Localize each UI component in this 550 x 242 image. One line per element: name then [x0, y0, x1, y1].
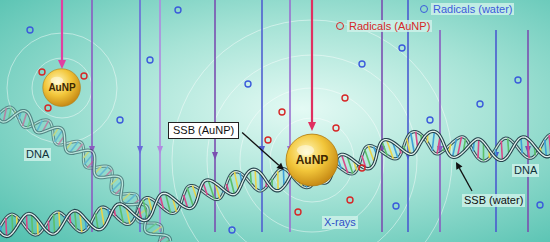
base-pair — [250, 171, 251, 185]
dna-helix — [0, 107, 550, 242]
legend-entry: Radicals (water) — [420, 3, 514, 16]
base-pair — [75, 211, 77, 230]
base-pair — [453, 139, 457, 157]
leader-line — [459, 168, 472, 191]
base-pair — [255, 169, 256, 189]
radicals — [27, 7, 543, 233]
gold-nanoparticle: AuNP — [285, 133, 339, 187]
legend-text: Radicals (AuNP) — [347, 20, 432, 32]
base-pair — [545, 140, 547, 157]
base-pair — [549, 135, 550, 155]
gold-nanoparticle: AuNP — [42, 68, 81, 107]
base-pair — [143, 200, 148, 220]
callout-label: SSB (water) — [462, 194, 525, 207]
base-pair — [382, 141, 387, 155]
base-pair — [477, 139, 479, 158]
nanoparticle-label: AuNP — [296, 153, 329, 167]
radiation-rings — [7, 20, 452, 242]
legend-swatch — [336, 22, 344, 30]
nanoparticle-body — [43, 69, 81, 107]
dna-label: DNA — [24, 148, 51, 161]
dna-backbone-highlight — [0, 131, 550, 236]
dna-strand-group — [0, 131, 550, 236]
base-pair — [234, 172, 238, 191]
base-pair — [119, 204, 123, 223]
base-pair — [432, 131, 434, 150]
base-pair — [23, 112, 27, 126]
legend-text: Radicals (water) — [431, 3, 514, 15]
base-pair — [230, 176, 235, 195]
nanoparticle-body — [286, 134, 338, 186]
dna-label: DNA — [512, 164, 539, 177]
leader-arrowhead — [456, 162, 462, 170]
legend-entry: Radicals (AuNP) — [336, 20, 432, 33]
dna-backbone — [0, 107, 162, 242]
dna-backbone-highlight — [0, 107, 162, 242]
base-pair — [437, 136, 440, 154]
base-pair — [187, 188, 193, 207]
x-ray-beams — [58, 0, 531, 232]
base-pair — [5, 218, 7, 236]
base-pair — [36, 120, 42, 132]
base-pair — [521, 138, 522, 154]
legend-swatch — [420, 5, 428, 13]
base-pair — [101, 207, 104, 226]
leader-arrowhead — [276, 163, 284, 170]
leader-line — [242, 133, 279, 166]
dna-backbone — [0, 131, 550, 236]
nanoparticle-label: AuNP — [48, 82, 75, 93]
base-pair — [411, 133, 415, 153]
base-pair — [54, 214, 55, 234]
base-pair — [158, 240, 170, 242]
base-pair — [501, 141, 502, 161]
beam-label: X-rays — [322, 216, 358, 229]
base-pair — [277, 171, 279, 191]
base-pair — [146, 223, 157, 231]
callout-box: SSB (AuNP) — [168, 122, 239, 139]
